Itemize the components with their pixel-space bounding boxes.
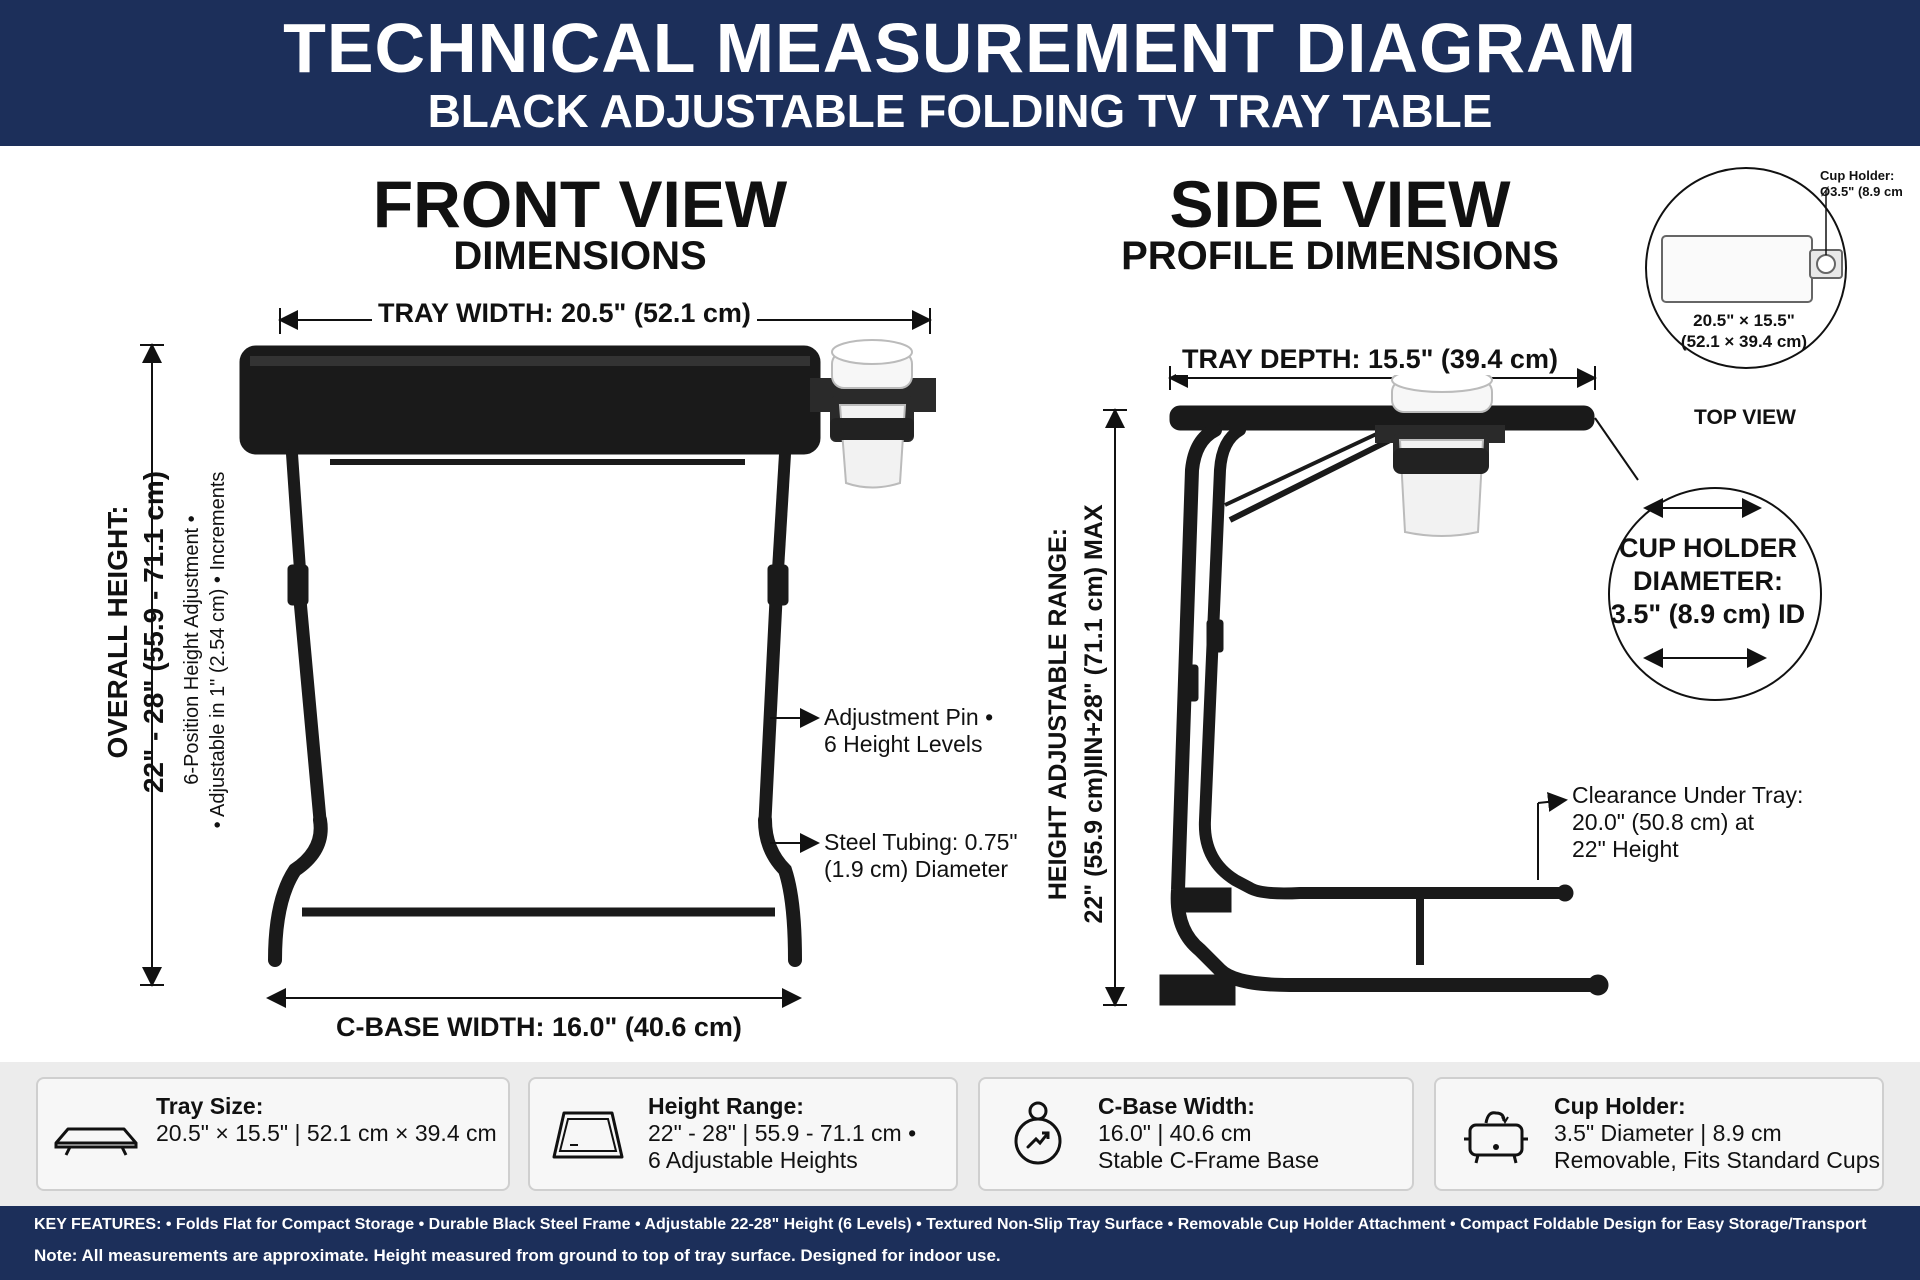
spec-card-base-width: C-Base Width: 16.0" | 40.6 cm Stable C-F…	[978, 1077, 1414, 1191]
steel-tubing-line1: Steel Tubing: 0.75"	[824, 829, 1018, 855]
spec-line2: Removable, Fits Standard Cups	[1554, 1147, 1880, 1173]
overall-height-line1: OVERALL HEIGHT:	[102, 505, 133, 759]
page-title: TECHNICAL MEASUREMENT DIAGRAM	[283, 9, 1637, 87]
side-view-table	[1159, 405, 1609, 1006]
spec-line2: 6 Adjustable Heights	[648, 1147, 858, 1173]
overall-height-line2: 22" - 28" (55.9 - 71.1 cm)	[138, 470, 169, 794]
spec-line2: Stable C-Frame Base	[1098, 1147, 1320, 1173]
overall-height-label: OVERALL HEIGHT: 22" - 28" (55.9 - 71.1 c…	[100, 432, 180, 832]
clearance-line3: 22" Height	[1572, 836, 1679, 862]
cup-holder-diameter-label: CUP HOLDER DIAMETER: 3.5" (8.9 cm) ID	[1588, 532, 1828, 631]
spec-text: Height Range: 22" - 28" | 55.9 - 71.1 cm…	[648, 1093, 916, 1174]
tray-depth-label: TRAY DEPTH: 15.5" (39.4 cm)	[1176, 344, 1564, 375]
tray-width-label: TRAY WIDTH: 20.5" (52.1 cm)	[372, 298, 757, 329]
header-banner: TECHNICAL MEASUREMENT DIAGRAM BLACK ADJU…	[0, 0, 1920, 146]
spec-title: Tray Size:	[156, 1093, 264, 1119]
height-icon	[552, 1111, 624, 1159]
clearance-line2: 20.0" (50.8 cm) at	[1572, 809, 1755, 835]
height-adjust-note: 6-Position Height Adjustment • • Adjusta…	[179, 440, 239, 860]
clearance-note: Clearance Under Tray: 20.0" (50.8 cm) at…	[1572, 782, 1803, 863]
adjustment-pin-note: Adjustment Pin • 6 Height Levels	[824, 704, 993, 758]
spec-card-height-range: Height Range: 22" - 28" | 55.9 - 71.1 cm…	[528, 1077, 958, 1191]
spec-text: Cup Holder: 3.5" Diameter | 8.9 cm Remov…	[1554, 1093, 1880, 1174]
height-range-line2: 22" (55.9 cm)IIN+28" (71.1 cm) MAX	[1080, 504, 1108, 924]
spec-card-tray-size: Tray Size: 20.5" × 15.5" | 52.1 cm × 39.…	[36, 1077, 510, 1191]
height-range-label: HEIGHT ADJUSTABLE RANGE: 22" (55.9 cm)II…	[1040, 484, 1120, 944]
adjustment-pin-line2: 6 Height Levels	[824, 731, 983, 757]
height-adjust-line1: 6-Position Height Adjustment •	[181, 515, 203, 785]
front-cup-holder	[810, 339, 936, 489]
cup-icon	[1464, 1111, 1528, 1164]
front-view-title: FRONT VIEW	[372, 167, 788, 241]
footer-note: Note: All measurements are approximate. …	[34, 1246, 1001, 1265]
top-cup-line2: Ø3.5" (8.9 cm	[1820, 184, 1903, 199]
cup-holder-detail-circle	[1608, 487, 1822, 701]
front-view-subtitle: DIMENSIONS	[453, 234, 707, 278]
top-cup-line1: Cup Holder:	[1820, 168, 1895, 183]
side-view-title: SIDE VIEW	[1169, 167, 1511, 241]
spec-text: Tray Size: 20.5" × 15.5" | 52.1 cm × 39.…	[156, 1093, 497, 1147]
cup-diam-line2: DIAMETER:	[1633, 566, 1783, 596]
top-view-label: TOP VIEW	[1694, 406, 1796, 429]
spec-line1: 3.5" Diameter | 8.9 cm	[1554, 1120, 1782, 1146]
side-cup-holder	[1375, 367, 1505, 537]
base-icon	[1014, 1101, 1062, 1165]
clearance-line1: Clearance Under Tray:	[1572, 782, 1804, 808]
top-view-tray	[1661, 235, 1813, 303]
steel-tubing-line2: (1.9 cm) Diameter	[824, 856, 1009, 882]
base-width-label: C-BASE WIDTH: 16.0" (40.6 cm)	[330, 1012, 748, 1043]
spec-title: C-Base Width:	[1098, 1093, 1255, 1119]
height-adjust-line2: • Adjustable in 1" (2.54 cm) • Increment…	[207, 471, 229, 829]
page-subtitle: BLACK ADJUSTABLE FOLDING TV TRAY TABLE	[427, 85, 1493, 137]
tray-icon	[54, 1127, 138, 1156]
side-view-subtitle: PROFILE DIMENSIONS	[1121, 234, 1559, 278]
height-range-line1: HEIGHT ADJUSTABLE RANGE:	[1044, 527, 1072, 901]
spec-text: C-Base Width: 16.0" | 40.6 cm Stable C-F…	[1098, 1093, 1319, 1174]
spec-line1: 20.5" × 15.5" | 52.1 cm × 39.4 cm	[156, 1120, 497, 1146]
cup-diam-line1: CUP HOLDER	[1618, 533, 1798, 563]
key-features: KEY FEATURES: • Folds Flat for Compact S…	[34, 1216, 1867, 1233]
steel-tubing-note: Steel Tubing: 0.75" (1.9 cm) Diameter	[824, 829, 1018, 883]
front-view-table	[239, 345, 821, 967]
spec-title: Cup Holder:	[1554, 1093, 1686, 1119]
spec-line1: 16.0" | 40.6 cm	[1098, 1120, 1252, 1146]
top-view-cup-holder-label: Cup Holder: Ø3.5" (8.9 cm	[1820, 168, 1903, 200]
spec-title: Height Range:	[648, 1093, 804, 1119]
footer-banner: KEY FEATURES: • Folds Flat for Compact S…	[0, 1206, 1920, 1280]
spec-line1: 22" - 28" | 55.9 - 71.1 cm •	[648, 1120, 917, 1146]
spec-card-cup-holder: Cup Holder: 3.5" Diameter | 8.9 cm Remov…	[1434, 1077, 1884, 1191]
adjustment-pin-line1: Adjustment Pin •	[824, 704, 994, 730]
technical-drawing	[140, 167, 1847, 1008]
cup-diam-line3: 3.5" (8.9 cm) ID	[1610, 599, 1806, 629]
top-view-tray-dims: 20.5" × 15.5" (52.1 × 39.4 cm)	[1664, 310, 1824, 352]
top-tray-line1: 20.5" × 15.5"	[1693, 311, 1795, 330]
top-tray-line2: (52.1 × 39.4 cm)	[1680, 332, 1808, 351]
